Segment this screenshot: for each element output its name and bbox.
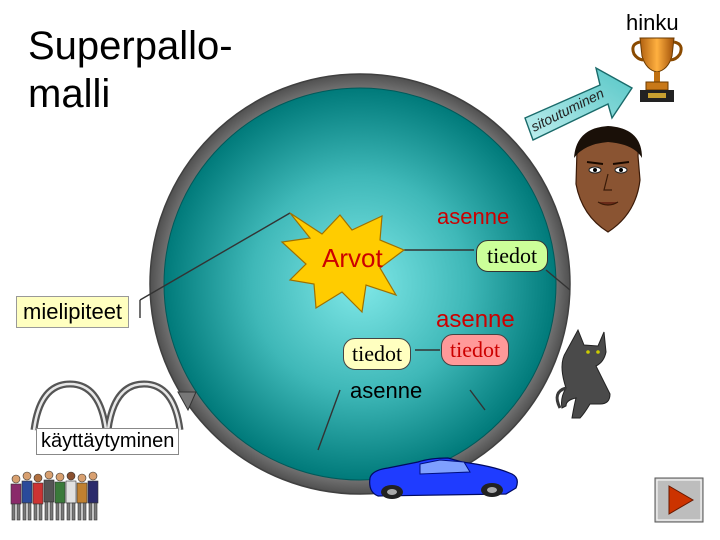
- opinions-label: mielipiteet: [16, 296, 130, 328]
- knowledge-label-left: tiedot: [343, 338, 412, 370]
- connector-lines: [139, 212, 571, 451]
- loop-arrowhead-icon: [177, 391, 197, 412]
- values-star: [280, 212, 406, 314]
- people-icon: [10, 470, 99, 521]
- car-icon: [369, 457, 518, 499]
- behavior-loops-highlight: [32, 382, 182, 431]
- attitude-label-top: asenne: [437, 204, 510, 229]
- cat-icon: [555, 328, 611, 419]
- behavior-loops-icon: [30, 380, 184, 431]
- behavior-label: käyttäytyminen: [36, 428, 180, 455]
- page-title: Superpallo- malli: [28, 24, 233, 116]
- knowledge-label-right: tiedot: [441, 334, 510, 366]
- knowledge-label-top: tiedot: [476, 240, 549, 272]
- next-slide-button[interactable]: [654, 477, 704, 523]
- face-icon: [574, 126, 642, 233]
- commitment-arrow: [524, 66, 634, 141]
- attitude-label-bottom: asenne: [350, 378, 423, 403]
- next-arrow-icon: [654, 477, 704, 523]
- trophy-icon: [631, 37, 683, 102]
- attitude-label-mid: asenne: [436, 306, 515, 333]
- values-label: Arvot: [322, 243, 383, 273]
- desire-label: hinku: [626, 10, 679, 35]
